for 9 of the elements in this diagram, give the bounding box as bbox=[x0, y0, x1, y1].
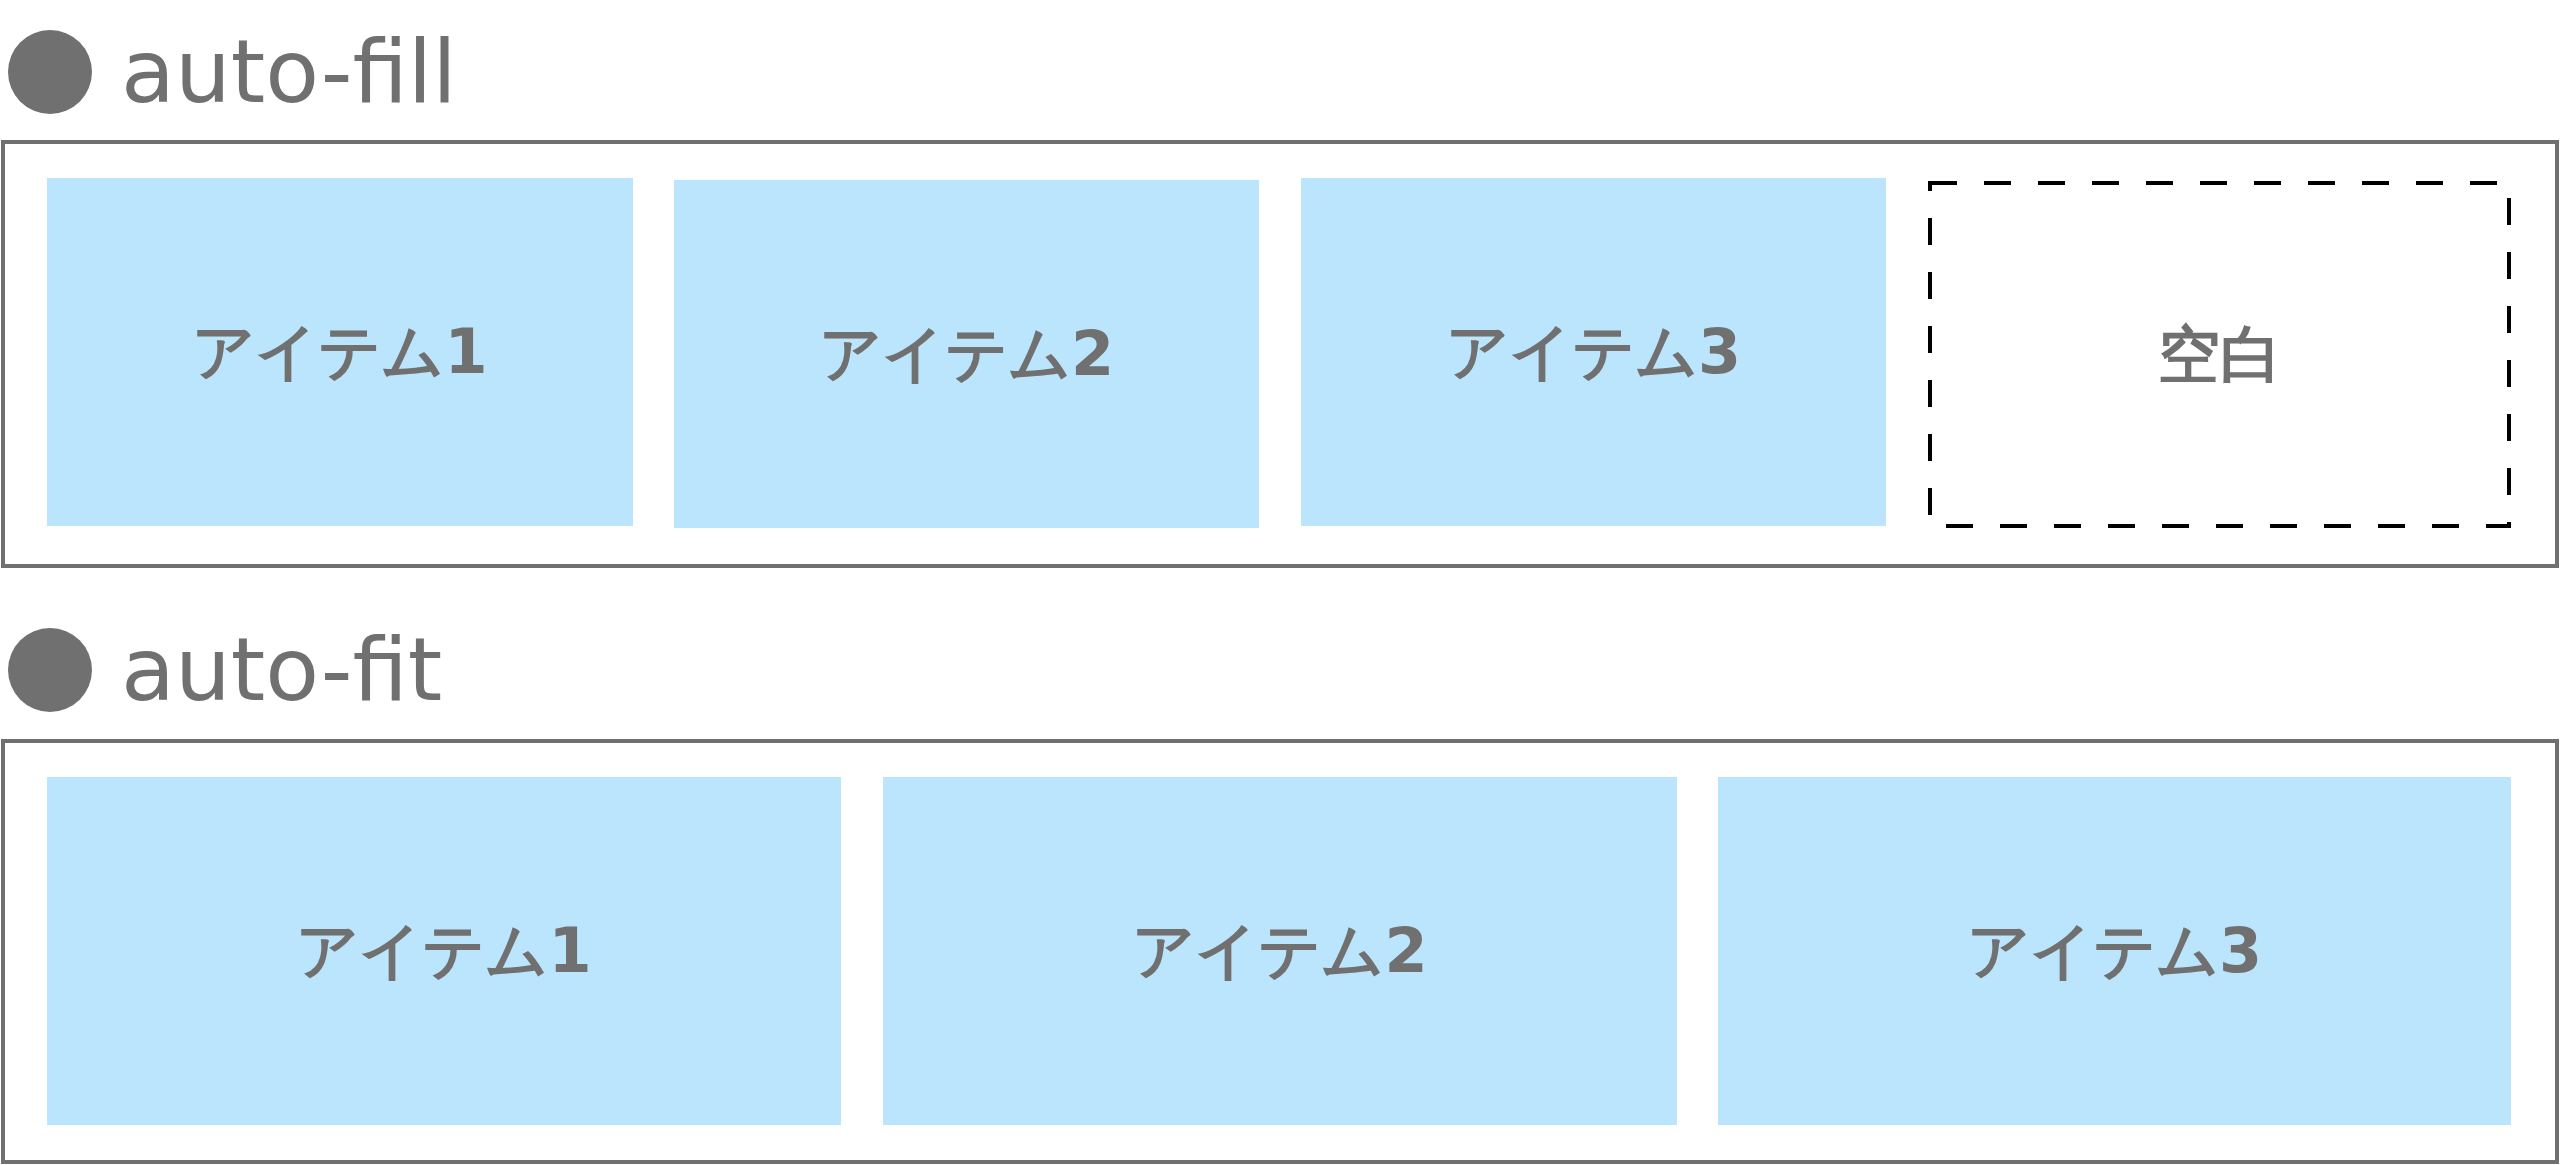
item-box: アイテム1 bbox=[47, 178, 633, 526]
dashed-box: 空白 bbox=[1928, 181, 2511, 528]
item-box: アイテム2 bbox=[674, 180, 1259, 528]
item-box: アイテム3 bbox=[1301, 178, 1886, 526]
item-box: アイテム2 bbox=[883, 777, 1677, 1125]
item-box: アイテム3 bbox=[1718, 777, 2511, 1125]
item-box: アイテム1 bbox=[47, 777, 841, 1125]
section-heading: auto-fit bbox=[121, 626, 443, 714]
section-heading: auto-fill bbox=[121, 28, 457, 116]
